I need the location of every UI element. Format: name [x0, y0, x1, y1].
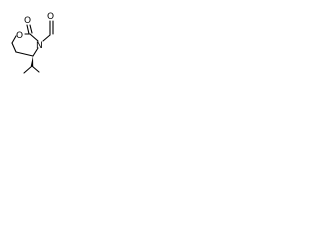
bond-isopropyl-methyl-right [31, 65, 40, 73]
bond-n3-formyl-c [42, 34, 51, 42]
bond-c2-n3 [29, 33, 39, 42]
bond-c5-o1 [11, 35, 17, 44]
bond-c5-ch2 [11, 42, 17, 53]
ring-oxygen-label: O [16, 31, 23, 41]
bond-c2-carbonyl-o-a [26, 24, 30, 35]
bond-n3-c4 [32, 47, 39, 57]
chemical-structure: O O N O [11, 12, 54, 74]
stereo-wedge-bond [30, 56, 34, 67]
bond-c2-carbonyl-o-b [29, 24, 33, 34]
aldehyde-oxygen-label: O [47, 12, 54, 22]
bond-isopropyl-methyl-left [23, 65, 33, 74]
carbonyl-oxygen-label: O [24, 16, 31, 26]
ring-nitrogen-label: N [36, 41, 43, 51]
bond-c4-c5 [15, 51, 34, 57]
